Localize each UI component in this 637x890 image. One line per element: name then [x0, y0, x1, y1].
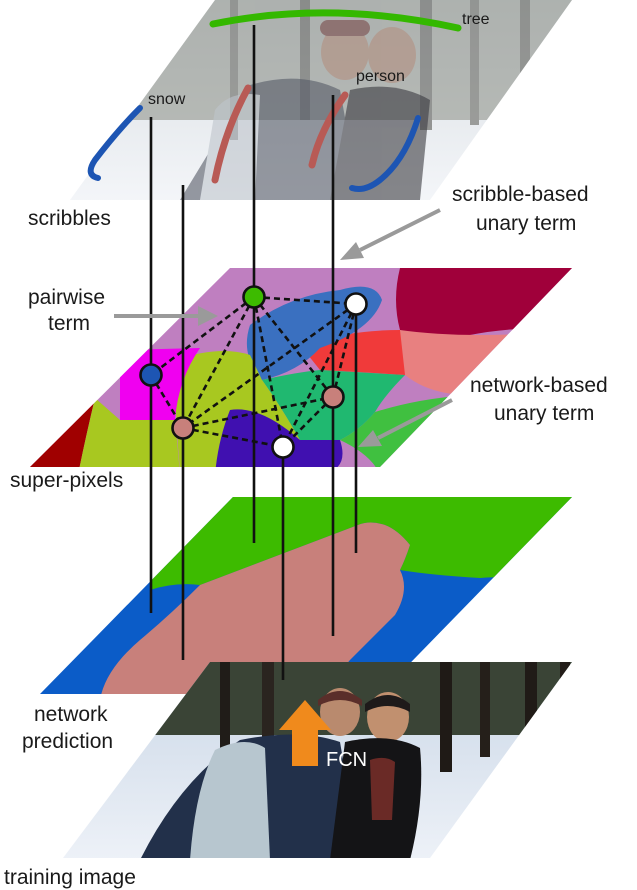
training-image-label: training image	[4, 866, 136, 889]
person-scribble-left	[211, 84, 252, 184]
node-snow	[139, 363, 163, 387]
superpixels-label: super-pixels	[10, 469, 123, 492]
sp-maroon	[396, 268, 572, 339]
node-white-top	[344, 292, 368, 316]
node-white-bottom	[271, 435, 295, 459]
network-prediction-label-2: prediction	[22, 730, 113, 753]
tree-label: tree	[462, 11, 490, 28]
network-unary-label-2: unary term	[494, 402, 594, 425]
scribble-unary-label-1: scribble-based	[452, 183, 589, 206]
scribbles-layer: tree person snow	[70, 0, 572, 200]
snow-scribble-left	[87, 105, 143, 181]
person-jacket-light	[190, 742, 270, 858]
fcn-arrow	[279, 700, 331, 766]
network-unary-arrow	[358, 398, 453, 447]
tree-scribble	[209, 9, 462, 32]
snow-scribble-right	[349, 115, 421, 192]
pairwise-edges	[149, 295, 358, 449]
pairwise-arrow	[114, 306, 218, 326]
node-person-right	[321, 385, 345, 409]
person-scribble-right	[308, 91, 349, 169]
sp-olive-left	[78, 398, 180, 467]
graph-nodes	[139, 285, 368, 459]
network-prediction-label-1: network	[34, 703, 108, 726]
pred-tree	[150, 497, 572, 590]
node-person-left	[171, 416, 195, 440]
scribble-unary-arrow	[340, 208, 441, 260]
training-image-layer	[63, 662, 572, 858]
scribbles-label: scribbles	[28, 207, 111, 230]
person-label: person	[356, 68, 405, 85]
pairwise-label-2: term	[48, 312, 90, 335]
sp-magenta	[120, 348, 200, 420]
fcn-label: FCN	[326, 749, 367, 771]
snow-label: snow	[148, 91, 186, 108]
network-unary-label-1: network-based	[470, 374, 608, 397]
scribble-unary-label-2: unary term	[476, 212, 576, 235]
node-tree	[242, 285, 266, 309]
pairwise-label-1: pairwise	[28, 286, 105, 309]
